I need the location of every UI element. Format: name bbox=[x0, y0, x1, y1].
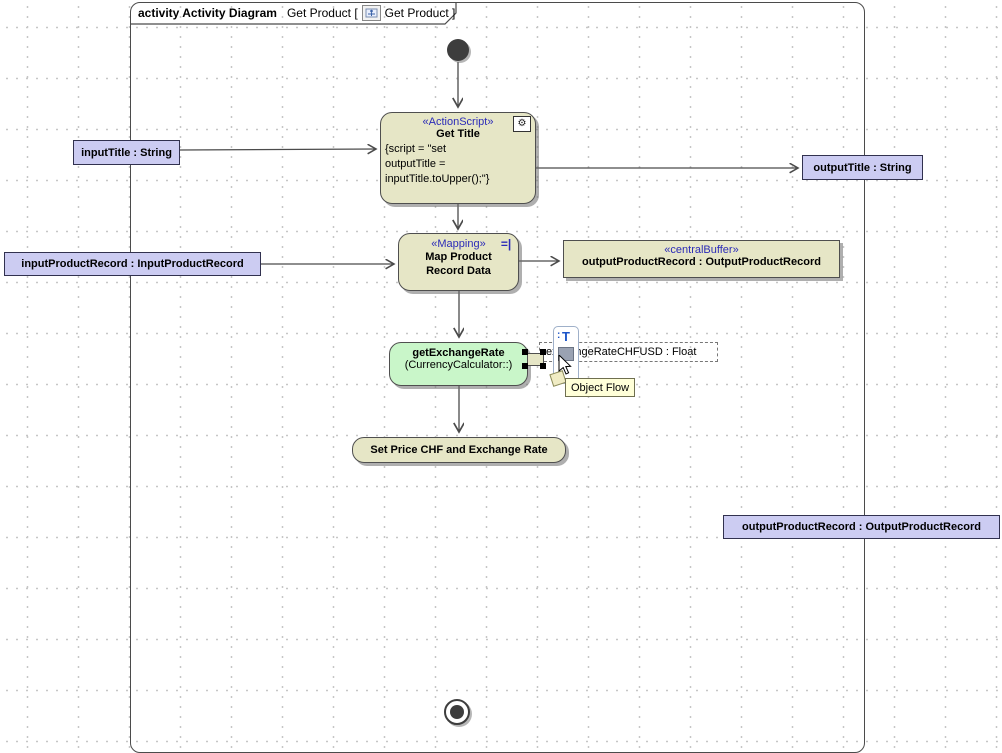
selection-handle[interactable] bbox=[522, 363, 528, 369]
get-title-stereotype: «ActionScript» bbox=[422, 116, 494, 128]
action-get-exchange-rate[interactable]: getExchangeRate (CurrencyCalculator::) bbox=[389, 342, 528, 386]
map-stereotype: «Mapping» bbox=[431, 238, 486, 250]
mapping-icon: =| bbox=[500, 237, 512, 251]
get-title-name: Get Title bbox=[436, 128, 480, 140]
map-name: Map Product Record Data bbox=[425, 251, 492, 277]
centralbuffer-outputproductrecord[interactable]: «centralBuffer» outputProductRecord : Ou… bbox=[563, 240, 840, 278]
get-exchange-rate-name: getExchangeRate bbox=[412, 347, 505, 359]
centralbuffer-name: outputProductRecord : OutputProductRecor… bbox=[582, 256, 821, 268]
object-flow-tooltip: Object Flow bbox=[565, 378, 636, 397]
action-map-product-record-data[interactable]: =| «Mapping» Map Product Record Data bbox=[398, 233, 519, 291]
object-label-output-title[interactable]: outputTitle : String bbox=[802, 155, 923, 180]
initial-node[interactable] bbox=[447, 39, 469, 61]
set-price-name: Set Price CHF and Exchange Rate bbox=[370, 444, 548, 456]
gear-icon: ⚙ bbox=[513, 116, 531, 132]
mouse-pointer-icon bbox=[558, 353, 573, 381]
selection-handle[interactable] bbox=[522, 349, 528, 355]
pin-label-exchange-rate[interactable]: exchangeRateCHFUSD : Float bbox=[539, 342, 718, 362]
object-label-output-product-record[interactable]: outputProductRecord : OutputProductRecor… bbox=[723, 515, 1000, 539]
frame-title-name: Get Product [ bbox=[286, 6, 358, 20]
object-label-input-product-record[interactable]: inputProductRecord : InputProductRecord bbox=[4, 252, 261, 276]
centralbuffer-stereotype: «centralBuffer» bbox=[664, 244, 739, 256]
text-tool-icon[interactable]: T bbox=[557, 329, 570, 344]
final-node[interactable] bbox=[444, 699, 470, 725]
get-exchange-rate-parent: (CurrencyCalculator::) bbox=[404, 359, 513, 371]
object-label-input-title[interactable]: inputTitle : String bbox=[73, 140, 180, 165]
frame-title: activity Activity Diagram Get Product [ … bbox=[138, 5, 455, 21]
selection-handle[interactable] bbox=[540, 349, 546, 355]
activity-diagram-icon bbox=[361, 5, 381, 21]
final-node-dot bbox=[450, 705, 464, 719]
frame-title-suffix: Get Product ] bbox=[384, 6, 456, 20]
get-title-script: {script = "set outputTitle = inputTitle.… bbox=[385, 143, 490, 185]
action-set-price[interactable]: Set Price CHF and Exchange Rate bbox=[352, 437, 566, 463]
frame-title-keyword: activity Activity Diagram bbox=[138, 6, 277, 20]
action-get-title[interactable]: ⚙ «ActionScript» Get Title {script = "se… bbox=[380, 112, 536, 204]
selection-handle[interactable] bbox=[540, 363, 546, 369]
